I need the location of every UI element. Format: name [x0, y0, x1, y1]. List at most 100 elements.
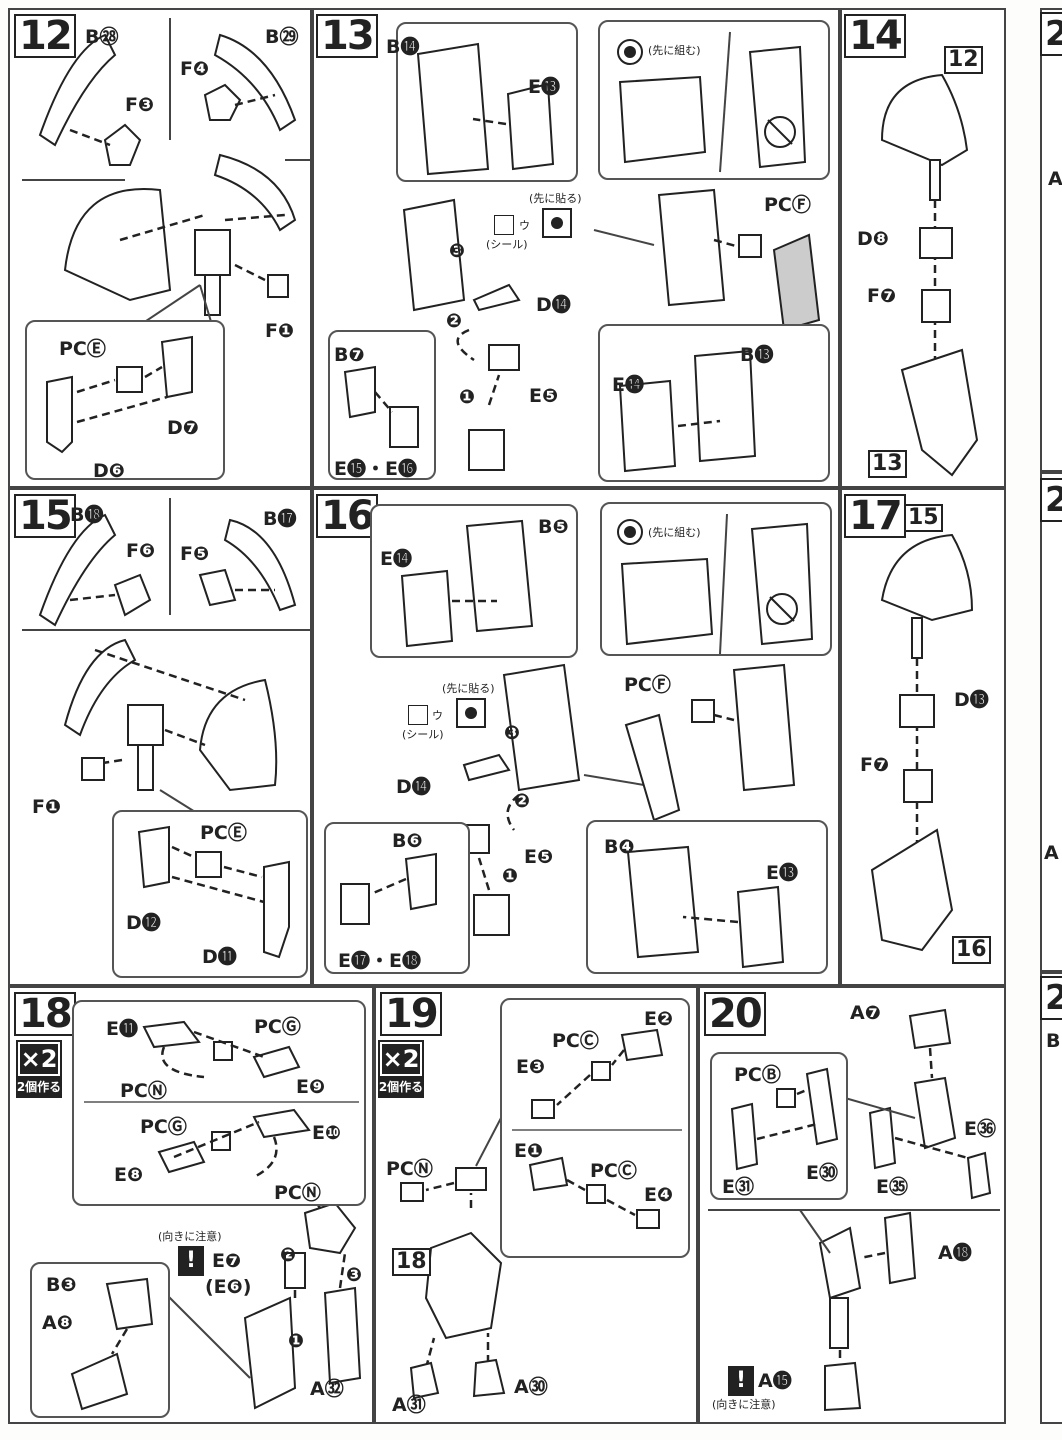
label-pcf: PCⒻ — [764, 194, 811, 216]
label-a31: A㉛ — [392, 1394, 426, 1416]
label-b5: B❺ — [538, 516, 569, 538]
step-17-number: 17 — [844, 494, 906, 538]
sticker-icon — [542, 208, 572, 238]
step-12-art — [22, 18, 310, 336]
step-12-number: 12 — [14, 14, 76, 58]
label-f1: F❶ — [32, 796, 62, 818]
step-19-number: 19 — [380, 992, 442, 1036]
order-3: ❸ — [504, 722, 521, 744]
label-pcn-2: PCⓃ — [274, 1182, 321, 1204]
label-pcc-2: PCⒸ — [590, 1160, 637, 1182]
label-d11: D⓫ — [202, 946, 237, 968]
edge-step-number-bottom: 2 — [1040, 976, 1062, 1020]
edge-panel-bottom — [1040, 972, 1062, 1424]
label-e1: E❶ — [514, 1140, 544, 1162]
label-a15: A⓯ — [758, 1370, 792, 1392]
label-e13: E⓭ — [528, 76, 560, 98]
step-17-art — [870, 533, 974, 952]
order-2: ❷ — [514, 790, 531, 812]
label-a32: A㉜ — [310, 1378, 344, 1400]
label-b18: B⓲ — [70, 504, 104, 526]
step-18-panel: 18 ×2 2個作る E⓫ PCⒼ PCⓃ E❾ PCⒼ — [8, 986, 374, 1424]
step-16-sub-b4: B❹ E⓭ — [586, 820, 828, 974]
step-18-sub-top: E⓫ PCⒼ PCⓃ E❾ PCⒼ E❿ E❽ PCⓃ — [72, 1000, 366, 1206]
step-17-panel: 17 15 D⓭ F❼ 16 — [840, 488, 1006, 986]
label-b29: B㉙ — [265, 26, 299, 48]
step-15-number: 15 — [14, 494, 76, 538]
multiplier-x2: ×2 — [380, 1042, 422, 1076]
label-a7: A❼ — [850, 1002, 881, 1024]
seal-box-icon — [494, 215, 514, 235]
ref-18: 18 — [392, 1248, 431, 1276]
step-13-sub-firstassemble: (先に組む) — [598, 20, 830, 180]
note-first-stick: (先に貼る) — [529, 192, 582, 205]
step-15-subpanel: PCⒺ D⓬ D⓫ — [112, 810, 308, 978]
note-seal-letter: ウ — [432, 709, 443, 722]
label-pce: PCⒺ — [200, 822, 247, 844]
step-19-panel: 19 ×2 2個作る PCⒸ E❷ E❸ E❶ PCⒸ — [374, 986, 698, 1424]
step-16-number: 16 — [316, 494, 378, 538]
step-12-panel: 12 B㉘ B㉙ F❹ F❸ F❶ PCⒺ D❼ D❻ — [8, 8, 312, 488]
note-first-assemble: (先に組む) — [648, 526, 701, 539]
label-e3: E❸ — [516, 1056, 546, 1078]
label-e7: E❼ — [212, 1250, 242, 1272]
order-3: ❸ — [346, 1264, 363, 1286]
step-16-panel: 16 E⓮ B❺ (先に組む) (先に貼る) — [312, 488, 840, 986]
step-14-number: 14 — [844, 14, 906, 58]
edge-letter-b: B — [1046, 1030, 1061, 1052]
label-b13: B⓭ — [740, 344, 774, 366]
step-16-sub-b6: B❻ E⓱・E⓲ — [324, 822, 470, 974]
label-a30: A㉚ — [514, 1376, 548, 1398]
label-pcc-1: PCⒸ — [552, 1030, 599, 1052]
label-b28: B㉘ — [85, 26, 119, 48]
label-d8: D❽ — [857, 228, 889, 250]
step-18-multiplier-badge: ×2 2個作る — [16, 1040, 62, 1098]
order-3: ❸ — [449, 240, 466, 262]
label-b6: B❻ — [392, 830, 423, 852]
label-f3: F❸ — [125, 94, 155, 116]
label-e14: E⓮ — [612, 374, 644, 396]
warning-icon: ! — [178, 1246, 204, 1276]
order-2: ❷ — [446, 310, 463, 332]
label-pcn-1: PCⓃ — [120, 1080, 167, 1102]
label-pce: PCⒺ — [59, 338, 106, 360]
label-pcb: PCⒷ — [734, 1064, 781, 1086]
order-1: ❶ — [288, 1330, 305, 1352]
label-b7: B❼ — [334, 344, 365, 366]
label-d13: D⓭ — [954, 689, 989, 711]
label-f6: F❻ — [126, 540, 156, 562]
edge-step-number-mid: 2 — [1040, 478, 1062, 522]
label-a18: A⓲ — [938, 1242, 972, 1264]
label-e4: E❹ — [644, 1184, 674, 1206]
label-e10: E❿ — [312, 1122, 342, 1144]
label-e17-e18: E⓱・E⓲ — [338, 950, 421, 972]
step-16-sub-firstassemble: (先に組む) — [600, 502, 832, 656]
edge-letter-a1: A — [1048, 168, 1062, 190]
label-e9: E❾ — [296, 1076, 326, 1098]
label-d14: D⓮ — [396, 776, 431, 798]
step-12-subpanel: PCⒺ D❼ D❻ — [25, 320, 225, 482]
label-a8: A❽ — [42, 1312, 73, 1334]
step-13-number: 13 — [316, 14, 378, 58]
step-19-art — [400, 1117, 506, 1400]
make-two-note: 2個作る — [378, 1080, 424, 1094]
warning-icon: ! — [728, 1366, 754, 1396]
label-e14: E⓮ — [380, 548, 412, 570]
ref-12: 12 — [944, 46, 983, 74]
note-seal: (シール) — [486, 238, 528, 251]
label-pcf: PCⒻ — [624, 674, 671, 696]
label-b17: B⓱ — [263, 508, 297, 530]
label-e13: E⓭ — [766, 862, 798, 884]
step-14-art — [880, 73, 979, 477]
multiplier-x2: ×2 — [18, 1042, 60, 1076]
note-first-stick: (先に貼る) — [442, 682, 495, 695]
step-19-sub-right: PCⒸ E❷ E❸ E❶ PCⒸ E❹ — [500, 998, 690, 1258]
step-20-art — [708, 1008, 1000, 1412]
label-e30: E㉚ — [806, 1162, 838, 1184]
note-seal-letter: ウ — [519, 219, 530, 232]
note-seal: (シール) — [402, 728, 444, 741]
step-13-sub-b7: B❼ E⓯・E⓰ — [328, 330, 436, 480]
make-two-note: 2個作る — [16, 1080, 62, 1094]
seal-box-icon — [408, 705, 428, 725]
label-e36: E㊱ — [964, 1118, 996, 1140]
